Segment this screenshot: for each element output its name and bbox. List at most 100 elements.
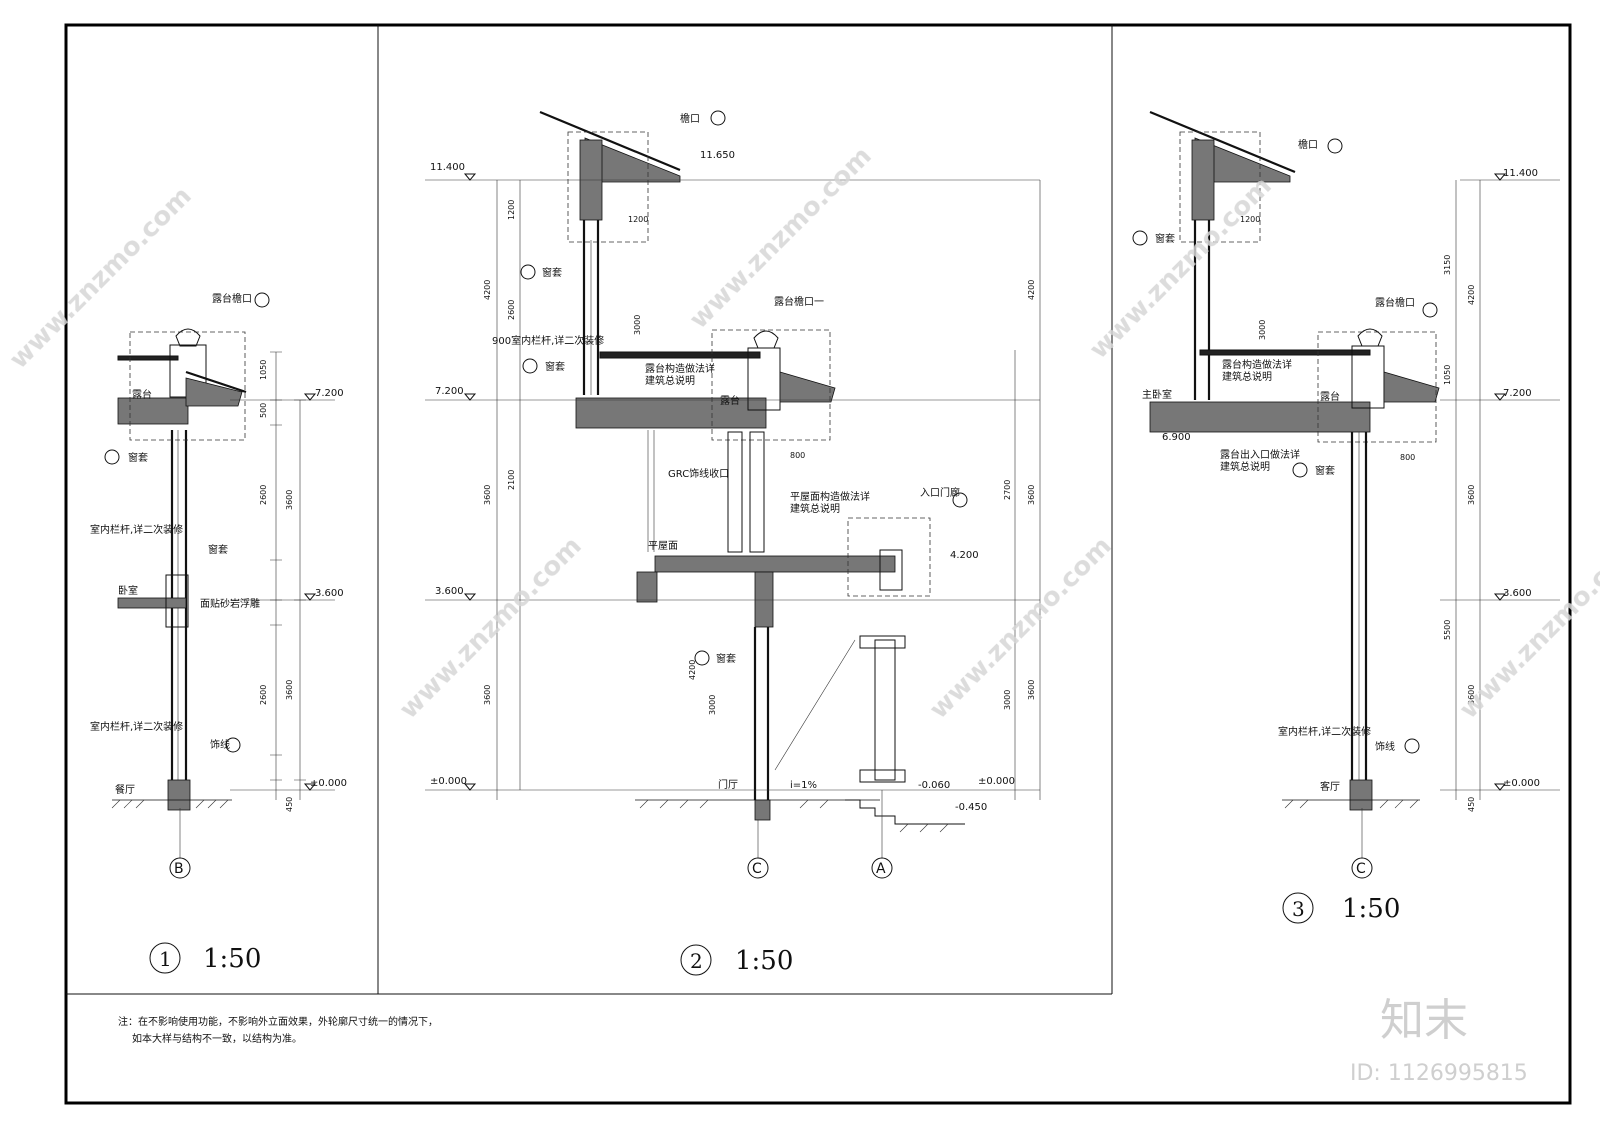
level-minus-0060: -0.060	[918, 780, 950, 791]
detail-1: 1050 500 2600 3600 2600 3600 450 7.200 3…	[90, 292, 347, 974]
watermark-site-1: www.znzmo.com	[4, 181, 198, 375]
label-molding: 饰线	[210, 738, 230, 751]
label-living-room: 客厅	[1320, 780, 1340, 793]
note-line-1: 注：在不影响使用功能，不影响外立面效果，外轮廓尺寸统一的情况下，	[118, 1015, 438, 1028]
detail-3-scale: 1:50	[1342, 894, 1400, 924]
label-eave-d3: 檐口	[1298, 138, 1318, 151]
label-flat-roof: 平屋面	[648, 540, 678, 552]
axis-B: B	[174, 861, 184, 877]
level-3600-d2: 3.600	[435, 586, 464, 597]
dim-4200-right: 4200	[1027, 280, 1036, 300]
label-bedroom: 卧室	[118, 584, 138, 597]
dim-2600-d2: 2600	[507, 300, 516, 320]
label-entrance: 入口门廊	[920, 486, 960, 499]
dim-3000-low: 3000	[708, 695, 717, 715]
dim-1050: 1050	[259, 360, 268, 380]
watermark-site-6: www.znzmo.com	[1454, 531, 1600, 725]
level-7200-d2: 7.200	[435, 386, 464, 397]
dim-1200-d3: 1200	[1240, 215, 1260, 224]
level-11400-d3: 11.400	[1503, 168, 1538, 179]
label-rail-d2: 900室内栏杆,详二次装修	[492, 334, 604, 347]
dim-3000-mid: 3000	[633, 315, 642, 335]
dim-4200-top: 4200	[483, 280, 492, 300]
label-window-trim-d3: 窗套	[1315, 464, 1335, 477]
dim-2600-lower: 2600	[259, 685, 268, 705]
dim-3600-right-lower: 3600	[1027, 680, 1036, 700]
detail-3-number: 3	[1292, 897, 1305, 921]
dim-3600-d2-lower: 3600	[483, 685, 492, 705]
detail-1-number: 1	[159, 947, 172, 971]
sheet-border	[64, 23, 1572, 1105]
label-terrace-d3: 露台	[1320, 390, 1340, 403]
label-terrace: 露台	[132, 388, 152, 401]
detail-2-scale: 1:50	[735, 946, 793, 976]
watermark-id: ID: 1126995815	[1350, 1061, 1528, 1086]
level-7200: 7.200	[315, 388, 344, 399]
dim-800-d2: 800	[790, 451, 805, 460]
note-line-2: 如本大样与结构不一致，以结构为准。	[132, 1032, 302, 1045]
label-window-trim: 窗套	[128, 451, 148, 464]
label-terrace-eave-d3: 露台檐口	[1375, 296, 1415, 309]
dim-1200-top: 1200	[628, 215, 648, 224]
label-terrace-note-d3: 露台构造做法详	[1222, 358, 1292, 371]
label-grc: GRC饰线收口	[668, 467, 729, 480]
label-window-trim-2: 窗套	[208, 543, 228, 556]
dim-3600-d2: 3600	[483, 485, 492, 505]
dim-2700: 2700	[1003, 480, 1012, 500]
detail-2: 11.400 11.650 7.200 3.600 4.200 ±0.000 ±…	[425, 110, 1041, 976]
detail-3: 11.400 7.200 6.900 3.600 ±0.000 3150 420…	[1132, 110, 1560, 924]
dim-500: 500	[259, 403, 268, 418]
label-terrace-note-d2: 露台构造做法详	[645, 362, 715, 375]
label-terrace-note2-d3: 建筑总说明	[1222, 370, 1272, 383]
level-6900: 6.900	[1162, 432, 1191, 443]
label-window-trim-low-d2: 窗套	[716, 652, 736, 665]
label-eave-d2: 檐口	[680, 112, 700, 125]
watermark-site-5: www.znzmo.com	[1084, 171, 1278, 365]
dim-1200-d2: 1200	[507, 200, 516, 220]
axis-C-d2: C	[752, 861, 762, 877]
axis-B-bubble	[169, 857, 191, 879]
level-7200-d3: 7.200	[1503, 388, 1532, 399]
axis-A-d2: A	[876, 861, 886, 877]
level-0000-d2-right: ±0.000	[978, 776, 1015, 787]
detail-1-scale: 1:50	[203, 944, 261, 974]
dim-3000-d3: 3000	[1258, 320, 1267, 340]
label-master-bedroom: 主卧室	[1142, 388, 1172, 401]
level-4200: 4.200	[950, 550, 979, 561]
dim-4200-low: 4200	[688, 660, 697, 680]
label-rail-upper: 室内栏杆,详二次装修	[90, 523, 183, 536]
level-11650: 11.650	[700, 150, 735, 161]
dim-2600: 2600	[259, 485, 268, 505]
dim-5500: 5500	[1443, 620, 1452, 640]
level-0000: ±0.000	[310, 778, 347, 789]
label-hall: 门厅	[718, 778, 738, 791]
level-minus-0450: -0.450	[955, 802, 987, 813]
axis-C-d3: C	[1356, 861, 1366, 877]
label-rail-d3: 室内栏杆,详二次装修	[1278, 725, 1371, 738]
label-terrace-eave-d2: 露台檐口一	[774, 295, 824, 308]
dim-3600-d3: 3600	[1467, 485, 1476, 505]
label-molding-d3: 饰线	[1375, 740, 1395, 753]
level-0000-d2-left: ±0.000	[430, 776, 467, 787]
label-eave: 露台檐口	[212, 292, 252, 305]
label-window-trim-mid-d2: 窗套	[545, 360, 565, 373]
level-11400: 11.400	[430, 162, 465, 173]
dim-3600-lower: 3600	[285, 680, 294, 700]
dim-3150: 3150	[1443, 255, 1452, 275]
level-3600: 3.600	[315, 588, 344, 599]
dim-2100: 2100	[507, 470, 516, 490]
watermark-brand: 知末	[1380, 995, 1468, 1046]
label-roof-note: 平屋面构造做法详	[790, 490, 870, 503]
label-roof-note2: 建筑总说明	[790, 502, 840, 515]
dim-3600-d3-lower: 3600	[1467, 685, 1476, 705]
label-rail-lower: 室内栏杆,详二次装修	[90, 720, 183, 733]
dim-3600: 3600	[285, 490, 294, 510]
label-entry-note: 露台出入口做法详	[1220, 448, 1300, 461]
dim-450: 450	[285, 797, 294, 812]
dim-4200-d3: 4200	[1467, 285, 1476, 305]
watermarks: www.znzmo.com www.znzmo.com www.znzmo.co…	[4, 141, 1600, 725]
level-0000-d3: ±0.000	[1503, 778, 1540, 789]
label-window-trim-top-d2: 窗套	[542, 266, 562, 279]
label-dining: 餐厅	[115, 783, 135, 796]
